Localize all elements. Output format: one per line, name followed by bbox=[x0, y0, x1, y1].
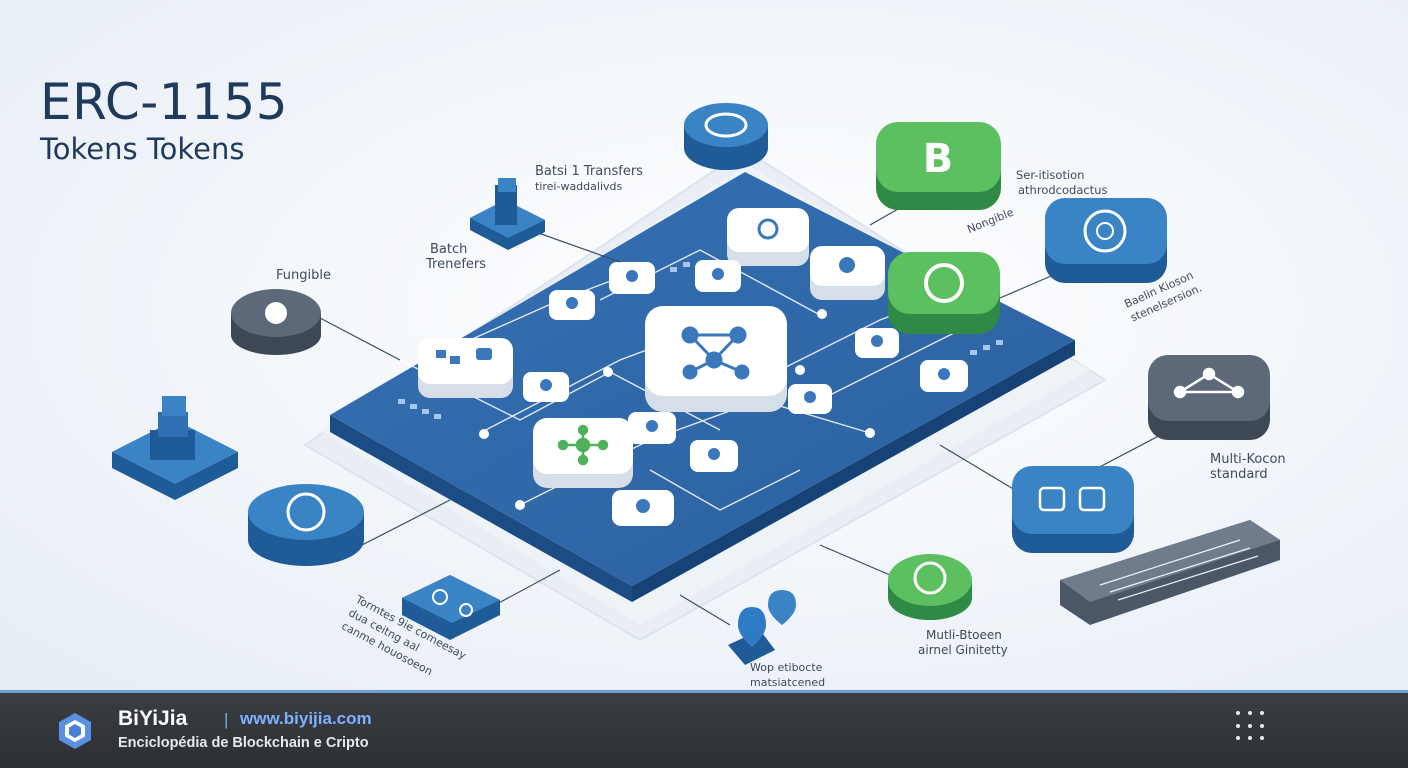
small-blue-bar-token bbox=[402, 575, 500, 640]
network-icon bbox=[681, 326, 750, 380]
blue-link-token bbox=[1012, 466, 1134, 553]
illustration-area: B bbox=[0, 0, 1408, 690]
label-fungible: Fungible bbox=[276, 268, 331, 283]
green-coin bbox=[888, 554, 972, 620]
tower-token bbox=[470, 178, 545, 250]
bitcoin-icon: B bbox=[923, 136, 954, 182]
connector-lines bbox=[319, 204, 1171, 626]
gray-coin bbox=[231, 289, 321, 355]
title-block: ERC-1155 Tokens Tokens bbox=[40, 74, 288, 166]
brand-tagline: Enciclopédia de Blockchain e Cripto bbox=[118, 735, 369, 751]
gray-slab bbox=[1060, 520, 1280, 625]
brand-separator: | bbox=[224, 710, 229, 729]
gray-network-token bbox=[1148, 355, 1270, 440]
bitcoin-token: B bbox=[876, 122, 1001, 210]
brand-name: BiYiJia bbox=[118, 707, 188, 730]
grid-dots-icon[interactable] bbox=[1236, 711, 1266, 741]
platform-dashes bbox=[398, 262, 1003, 419]
hexagon-logo-icon bbox=[59, 713, 91, 749]
platform-tiles bbox=[418, 208, 1000, 526]
location-pin-icon bbox=[728, 590, 796, 665]
site-link[interactable]: www.biyijia.com bbox=[240, 709, 372, 728]
top-blue-coin bbox=[684, 103, 768, 170]
gear-icon bbox=[757, 218, 779, 240]
cube-stack-icon bbox=[112, 396, 238, 500]
erc1155-illustration: B bbox=[112, 103, 1280, 665]
small-tile-icons bbox=[540, 268, 950, 513]
footer-bar: BiYiJia | www.biyijia.com Enciclopédia d… bbox=[0, 690, 1408, 768]
green-network-icon bbox=[557, 424, 609, 466]
left-blue-coin bbox=[248, 484, 364, 566]
page-title: ERC-1155 bbox=[40, 73, 289, 131]
puzzle-icon bbox=[436, 348, 492, 364]
cluster-icon bbox=[839, 257, 855, 273]
right-blue-token bbox=[1045, 198, 1167, 283]
page-subtitle: Tokens Tokens bbox=[40, 132, 245, 166]
